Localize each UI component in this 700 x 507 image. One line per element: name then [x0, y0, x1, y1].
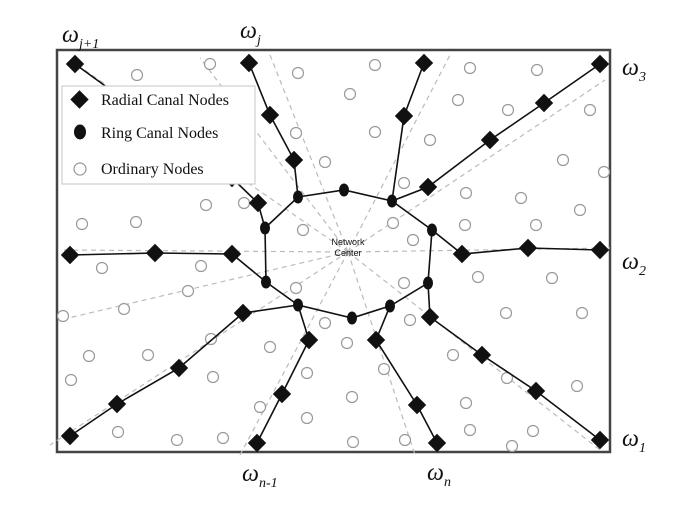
network-center-label-line1: Network: [331, 237, 365, 247]
radial-canal-node: [518, 238, 538, 258]
radial-canal-node: [299, 330, 319, 350]
radial-canal-node: [414, 53, 434, 73]
legend: Radial Canal Nodes Ring Canal Nodes Ordi…: [61, 85, 256, 185]
radial-canal-node: [590, 54, 610, 74]
label-omega-j: ωj: [240, 18, 261, 48]
radial-canal-node: [60, 426, 80, 446]
ordinary-nodes: [56, 57, 611, 453]
ring-canal-nodes: [260, 183, 437, 325]
radial-canal-node: [272, 384, 292, 404]
radial-canal-node: [418, 177, 438, 197]
label-omega-n: ωn: [427, 460, 451, 490]
legend-ordinary-symbol: [73, 162, 87, 176]
radial-canal-node: [248, 193, 268, 213]
network-boundary: [55, 48, 612, 454]
radial-canal-node: [526, 381, 546, 401]
radial-canal-node: [590, 240, 610, 260]
legend-radial-label: Radial Canal Nodes: [101, 92, 229, 109]
radial-canal-nodes: [60, 53, 610, 453]
radial-canal-node: [145, 243, 165, 263]
radial-canal-node: [233, 303, 253, 323]
radial-canal-node: [239, 53, 259, 73]
radial-canal-node: [65, 54, 85, 74]
label-omega-1: ω1: [622, 426, 646, 456]
radial-canal-node: [427, 433, 447, 453]
radial-canal-node: [107, 394, 127, 414]
legend-box: [61, 85, 256, 185]
label-omega-3: ω3: [622, 55, 646, 85]
label-omega-j-plus-1: ωj+1: [62, 22, 99, 52]
radial-canal-node: [420, 307, 440, 327]
radial-canal-node: [260, 105, 280, 125]
radial-canal-node: [169, 358, 189, 378]
radial-canal-node: [480, 130, 500, 150]
network-center-label-line2: Center: [334, 248, 361, 258]
radial-canal-node: [366, 330, 386, 350]
legend-radial-symbol: [70, 90, 89, 109]
radial-canal-node: [60, 245, 80, 265]
radial-canal-node: [394, 106, 414, 126]
radial-canal-node: [247, 433, 267, 453]
radial-canal-node: [472, 345, 492, 365]
radial-canal-node: [452, 244, 472, 264]
radial-canal-node: [534, 93, 554, 113]
radial-canal-node: [407, 395, 427, 415]
legend-ordinary-label: Ordinary Nodes: [101, 161, 204, 178]
radial-canal-node: [222, 244, 242, 264]
legend-ring-label: Ring Canal Nodes: [101, 125, 218, 142]
label-omega-n-minus-1: ωn-1: [242, 461, 278, 491]
radial-canal-node: [590, 430, 610, 450]
legend-ring-symbol: [74, 124, 86, 140]
radial-canal-node: [284, 150, 304, 170]
label-omega-2: ω2: [622, 249, 646, 279]
